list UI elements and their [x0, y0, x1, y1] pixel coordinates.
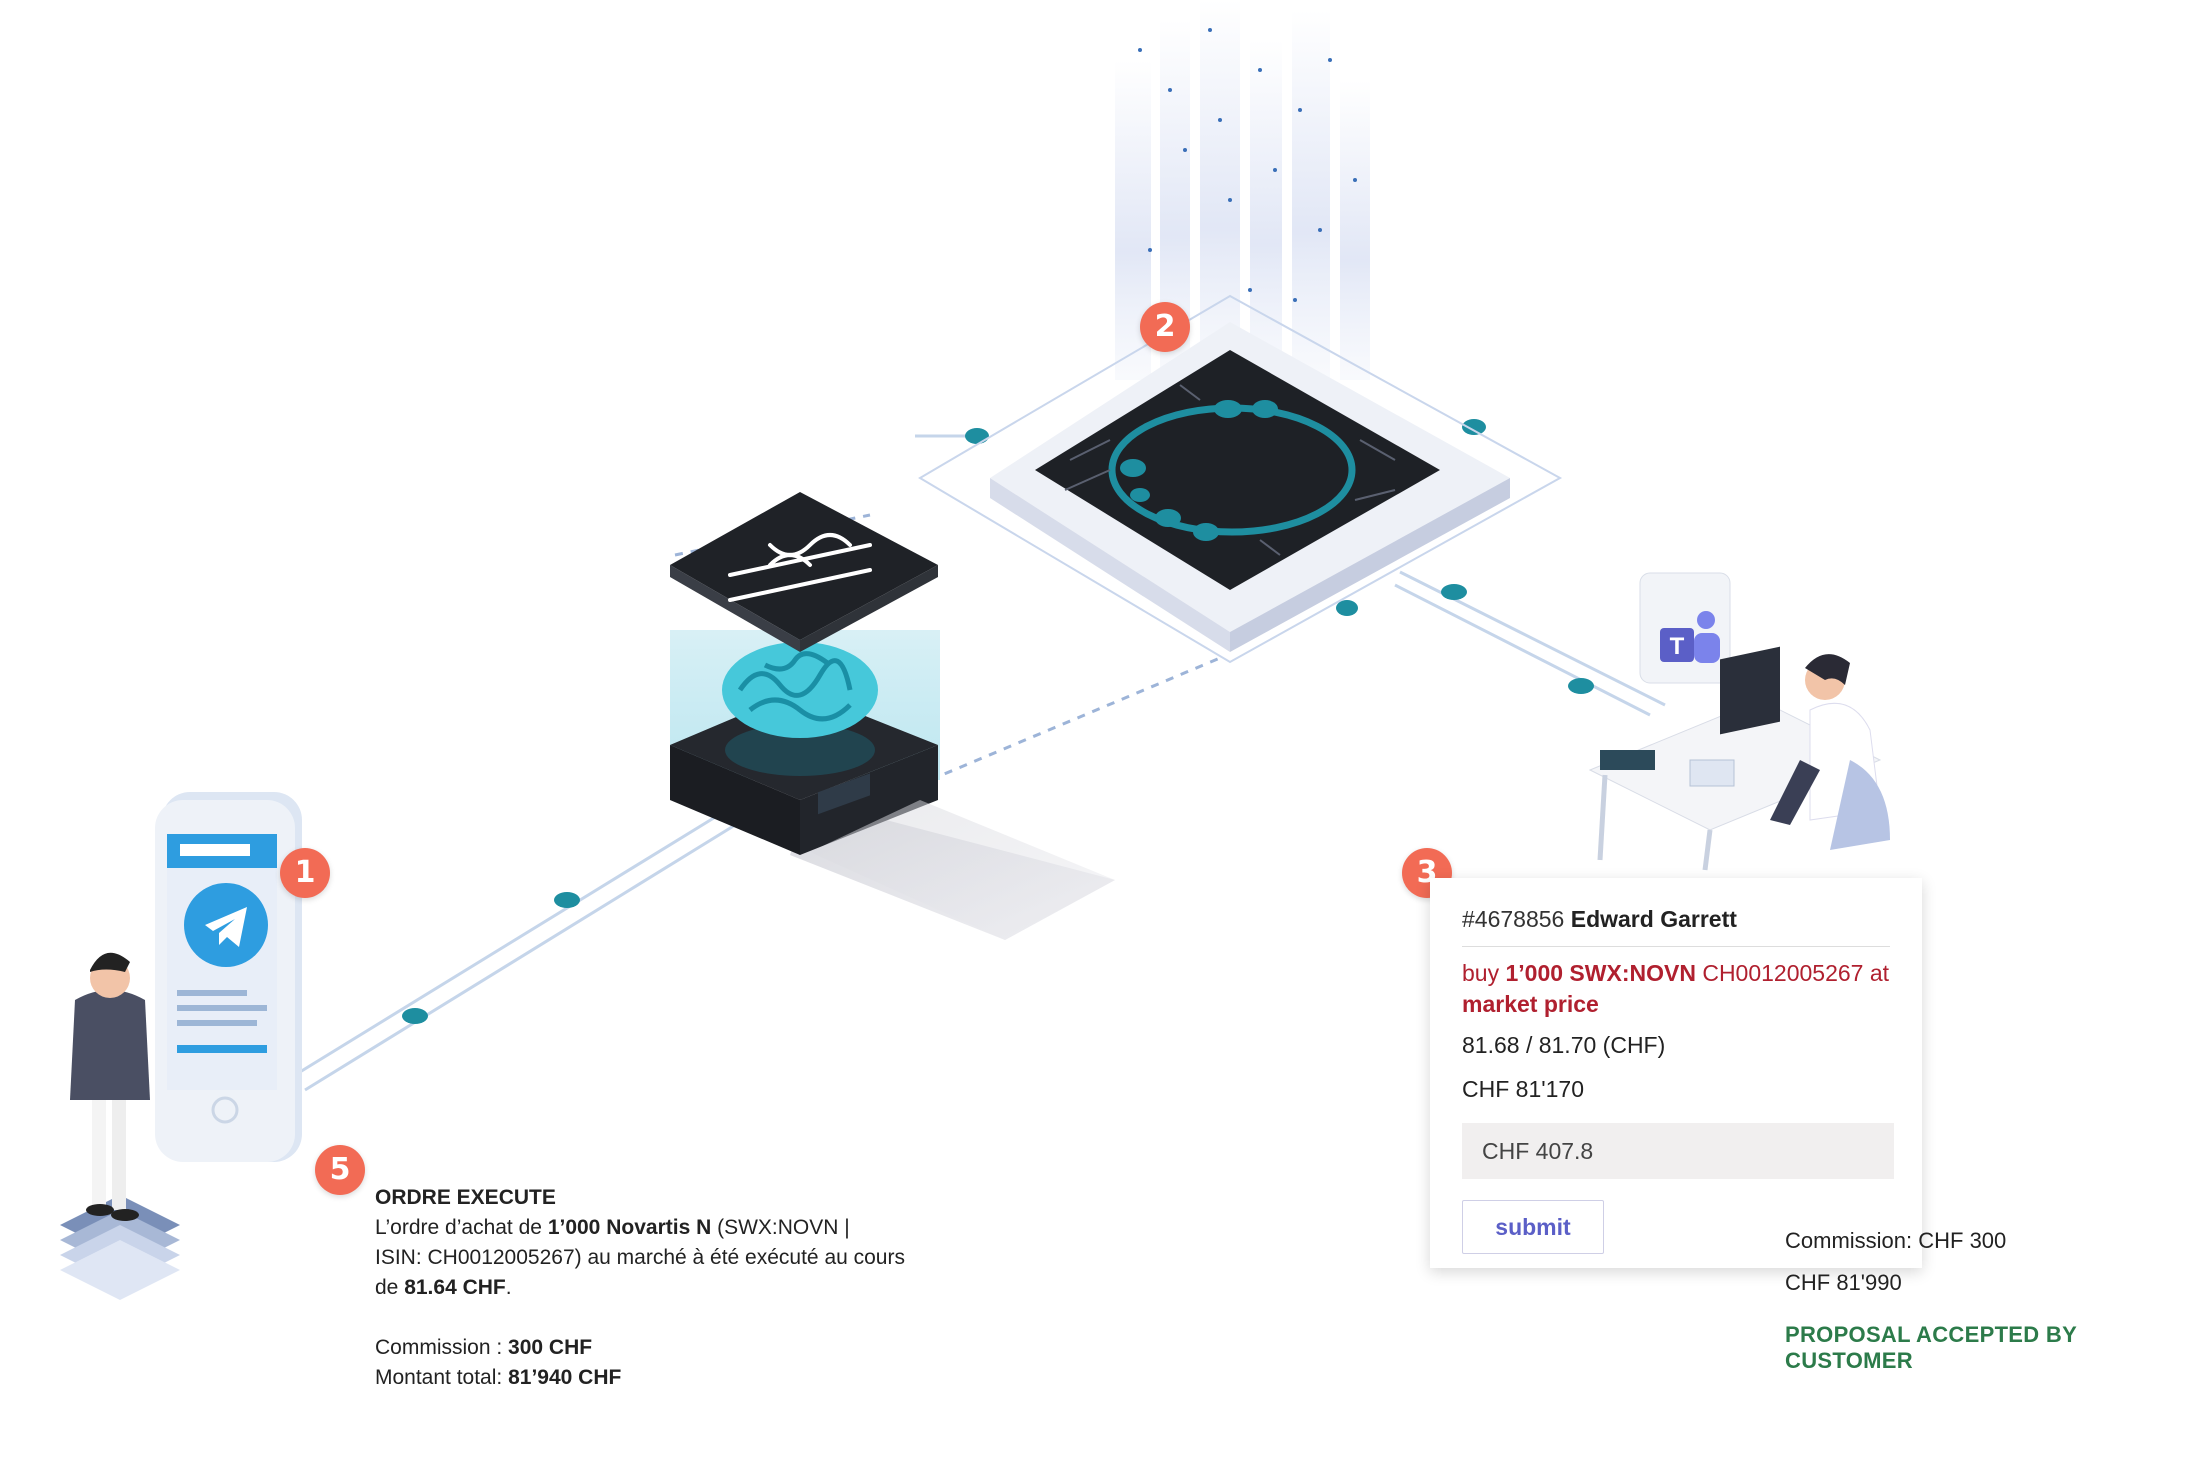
ai-chip-platform [918, 294, 1563, 664]
proposal-commission: Commission: CHF 300 [1785, 1228, 2007, 1253]
commission-input[interactable]: CHF 407.8 [1462, 1123, 1894, 1179]
execution-message: ORDRE EXECUTE L’ordre d’achat de 1’000 N… [375, 1183, 935, 1393]
brain-icon [722, 642, 878, 776]
order-quantity-symbol: 1’000 SWX:NOVN [1505, 960, 1696, 986]
execution-line-1-text: L’ordre d’achat de [375, 1216, 542, 1239]
step-badge-5: 5 [315, 1145, 365, 1195]
execution-price: 81.64 CHF [404, 1276, 506, 1299]
execution-title: ORDRE EXECUTE [375, 1186, 556, 1209]
execution-period: . [505, 1276, 512, 1299]
execution-line-1: L’ordre d’achat de 1’000 Novartis N (SWX… [375, 1213, 935, 1243]
spacer [375, 1303, 935, 1333]
execution-quantity: 1’000 [547, 1216, 601, 1239]
telegram-icon [205, 907, 247, 947]
execution-symbol: (SWX:NOVN | [717, 1216, 850, 1239]
client-header: #4678856 Edward Garrett [1462, 906, 1737, 933]
advisor-desk: T [1588, 572, 1890, 871]
execution-total-value: 81’940 CHF [508, 1366, 622, 1389]
order-at: at [1869, 960, 1890, 986]
execution-security-name: Novartis N [606, 1216, 712, 1239]
execution-commission-label: Commission : [375, 1336, 503, 1359]
dna-icon [728, 533, 872, 602]
execution-total: Montant total: 81’940 CHF [375, 1363, 935, 1393]
teams-icon: T [1660, 611, 1720, 663]
data-beams [1115, 0, 1370, 380]
execution-line-2: ISIN: CH0012005267) au marché à été exéc… [375, 1246, 905, 1269]
brain-processor-cube [670, 492, 1115, 940]
order-prefix: buy [1462, 960, 1500, 986]
execution-line-3-text: de [375, 1276, 399, 1299]
bid-ask-quote: 81.68 / 81.70 (CHF) [1462, 1032, 1666, 1058]
order-description: buy 1’000 SWX:NOVN CH0012005267 at marke… [1462, 958, 1912, 1020]
card-divider [1462, 946, 1890, 947]
proposal-total: CHF 81'990 [1785, 1270, 1902, 1295]
execution-total-label: Montant total: [375, 1366, 503, 1389]
order-amount: CHF 81'170 [1462, 1076, 1585, 1102]
step-badge-1: 1 [280, 848, 330, 898]
client-name: Edward Garrett [1570, 906, 1737, 932]
svg-text:T: T [1670, 633, 1685, 660]
customer-figure [60, 952, 180, 1300]
execution-commission-value: 300 CHF [508, 1336, 593, 1359]
connection-nodes [402, 419, 1594, 1024]
client-id: #4678856 [1462, 906, 1565, 932]
order-isin: CH0012005267 [1702, 960, 1864, 986]
order-proposal-card: #4678856 Edward Garrett buy 1’000 SWX:NO… [1430, 878, 1922, 1268]
proposal-status: PROPOSAL ACCEPTED BY CUSTOMER [1785, 1322, 2077, 1373]
submit-button[interactable]: submit [1462, 1200, 1604, 1254]
execution-commission: Commission : 300 CHF [375, 1333, 935, 1363]
step-badge-2: 2 [1140, 302, 1190, 352]
execution-line-3: de 81.64 CHF. [375, 1273, 935, 1303]
order-price-type: market price [1462, 991, 1599, 1017]
phone-device [155, 792, 302, 1162]
